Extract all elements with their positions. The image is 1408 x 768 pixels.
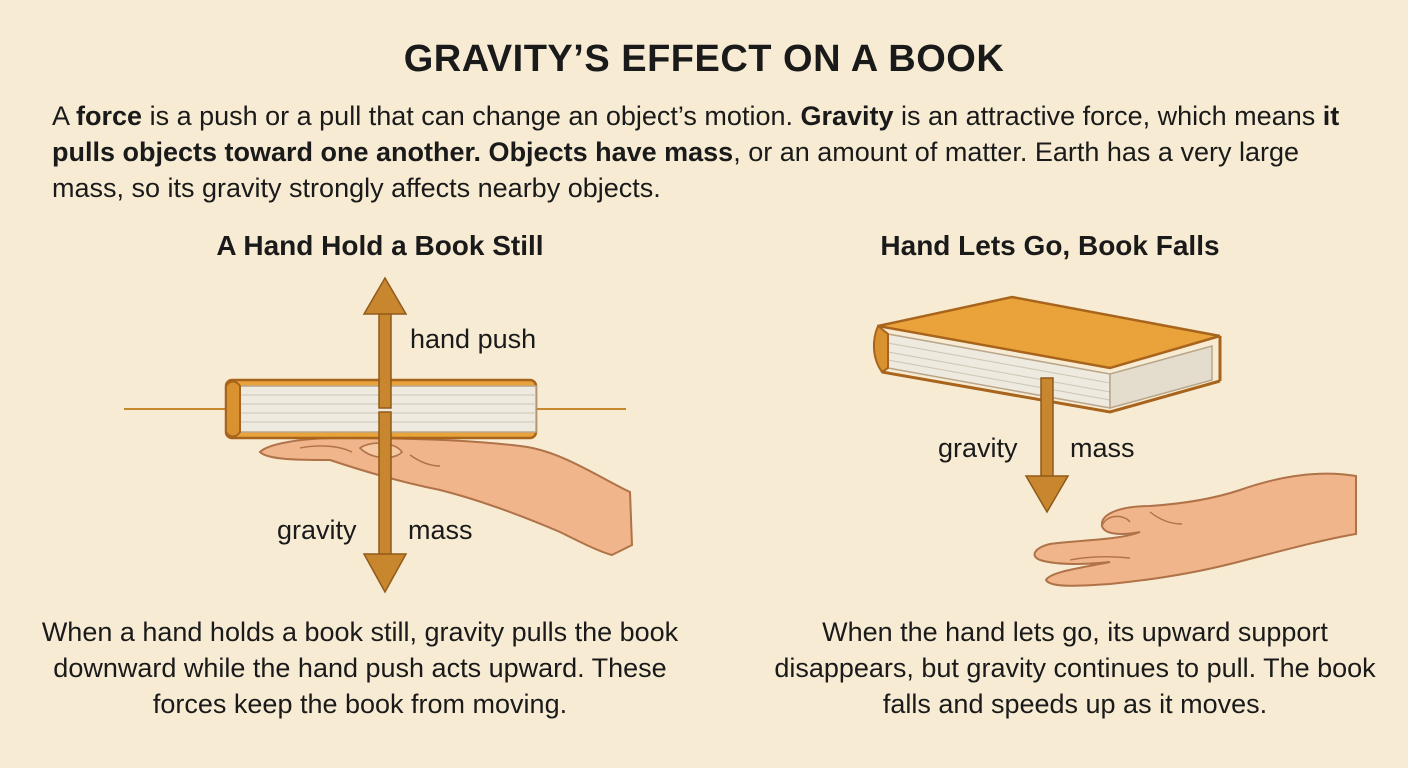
right-panel-title: Hand Lets Go, Book Falls (880, 230, 1220, 261)
term-pulls-mass: it pulls objects toward one another. Obj… (52, 101, 1340, 167)
left-panel-title: A Hand Hold a Book Still (216, 230, 544, 261)
hand-push-label: hand push (410, 324, 537, 354)
intro-text-4: , or an amount of matter. Earth has a ve… (52, 137, 1299, 203)
right-book-icon (872, 295, 1222, 414)
gravity-label-left: gravity (277, 515, 357, 545)
left-panel-caption: When a hand holds a book still, gravity … (41, 617, 679, 719)
left-scene (124, 276, 634, 594)
term-force: force (76, 101, 143, 131)
right-hand-icon (1033, 472, 1357, 587)
gravity-arrow-left (362, 411, 408, 594)
mass-label-right: mass (1070, 433, 1135, 463)
gravity-arrow-right (1024, 377, 1070, 514)
right-scene (872, 295, 1357, 587)
intro-paragraph: A force is a push or a pull that can cha… (52, 98, 1342, 206)
term-gravity: Gravity (800, 101, 894, 131)
page-title: GRAVITY’S EFFECT ON A BOOK (403, 38, 1005, 80)
intro-text-1: A (52, 101, 77, 131)
hand-push-arrow (362, 276, 408, 409)
intro-text-2: is a push or a pull that can change an o… (142, 101, 801, 131)
gravity-label-right: gravity (938, 433, 1018, 463)
mass-label-left: mass (408, 515, 473, 545)
intro-text-3: is an attractive force, which means (893, 101, 1323, 131)
right-panel-caption: When the hand lets go, its upward suppor… (774, 617, 1376, 719)
